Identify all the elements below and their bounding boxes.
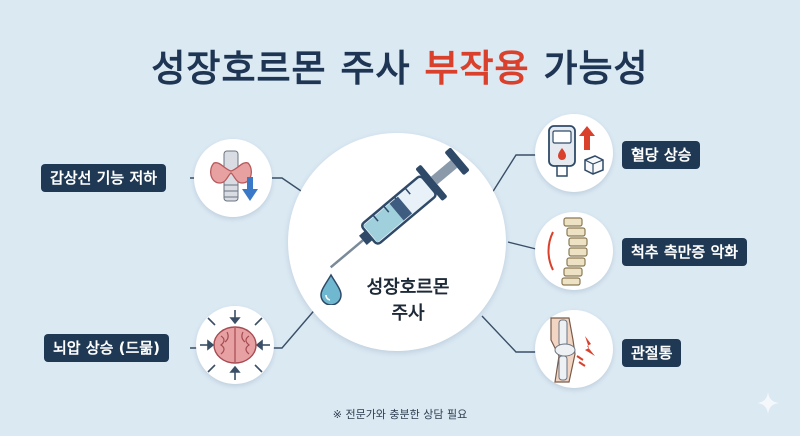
syringe-icon <box>329 148 469 269</box>
droplet-icon <box>320 273 342 305</box>
effect-tag-knee: 관절통 <box>622 339 682 367</box>
center-circle <box>288 133 506 351</box>
sparkle-icon <box>757 392 779 414</box>
title-highlight: 부작용 <box>424 47 530 90</box>
knee-pain-icon <box>550 317 595 383</box>
center-label: 성장호르몬 주사 <box>356 275 460 327</box>
center-label-line1: 성장호르몬 <box>366 277 450 298</box>
glucose-meter-up-icon <box>548 125 604 177</box>
center-label-line2: 주사 <box>391 303 425 324</box>
thyroid-down-icon <box>209 150 258 202</box>
page-title: 성장호르몬 주사 부작용 가능성 <box>0 38 800 92</box>
brain-pressure-icon <box>200 310 270 380</box>
effect-tag-thyroid: 갑상선 기능 저하 <box>41 164 167 192</box>
effect-tag-brain: 뇌압 상승 (드묾) <box>44 334 169 362</box>
footnote: ※ 전문가와 충분한 상담 필요 <box>332 408 468 421</box>
effect-tag-spine: 척추 측만증 악화 <box>622 238 748 266</box>
title-part1: 성장호르몬 주사 <box>151 47 411 90</box>
effect-tag-glucose: 혈당 상승 <box>622 141 701 169</box>
title-part2: 가능성 <box>543 47 649 90</box>
spine-curve-icon <box>547 217 588 286</box>
